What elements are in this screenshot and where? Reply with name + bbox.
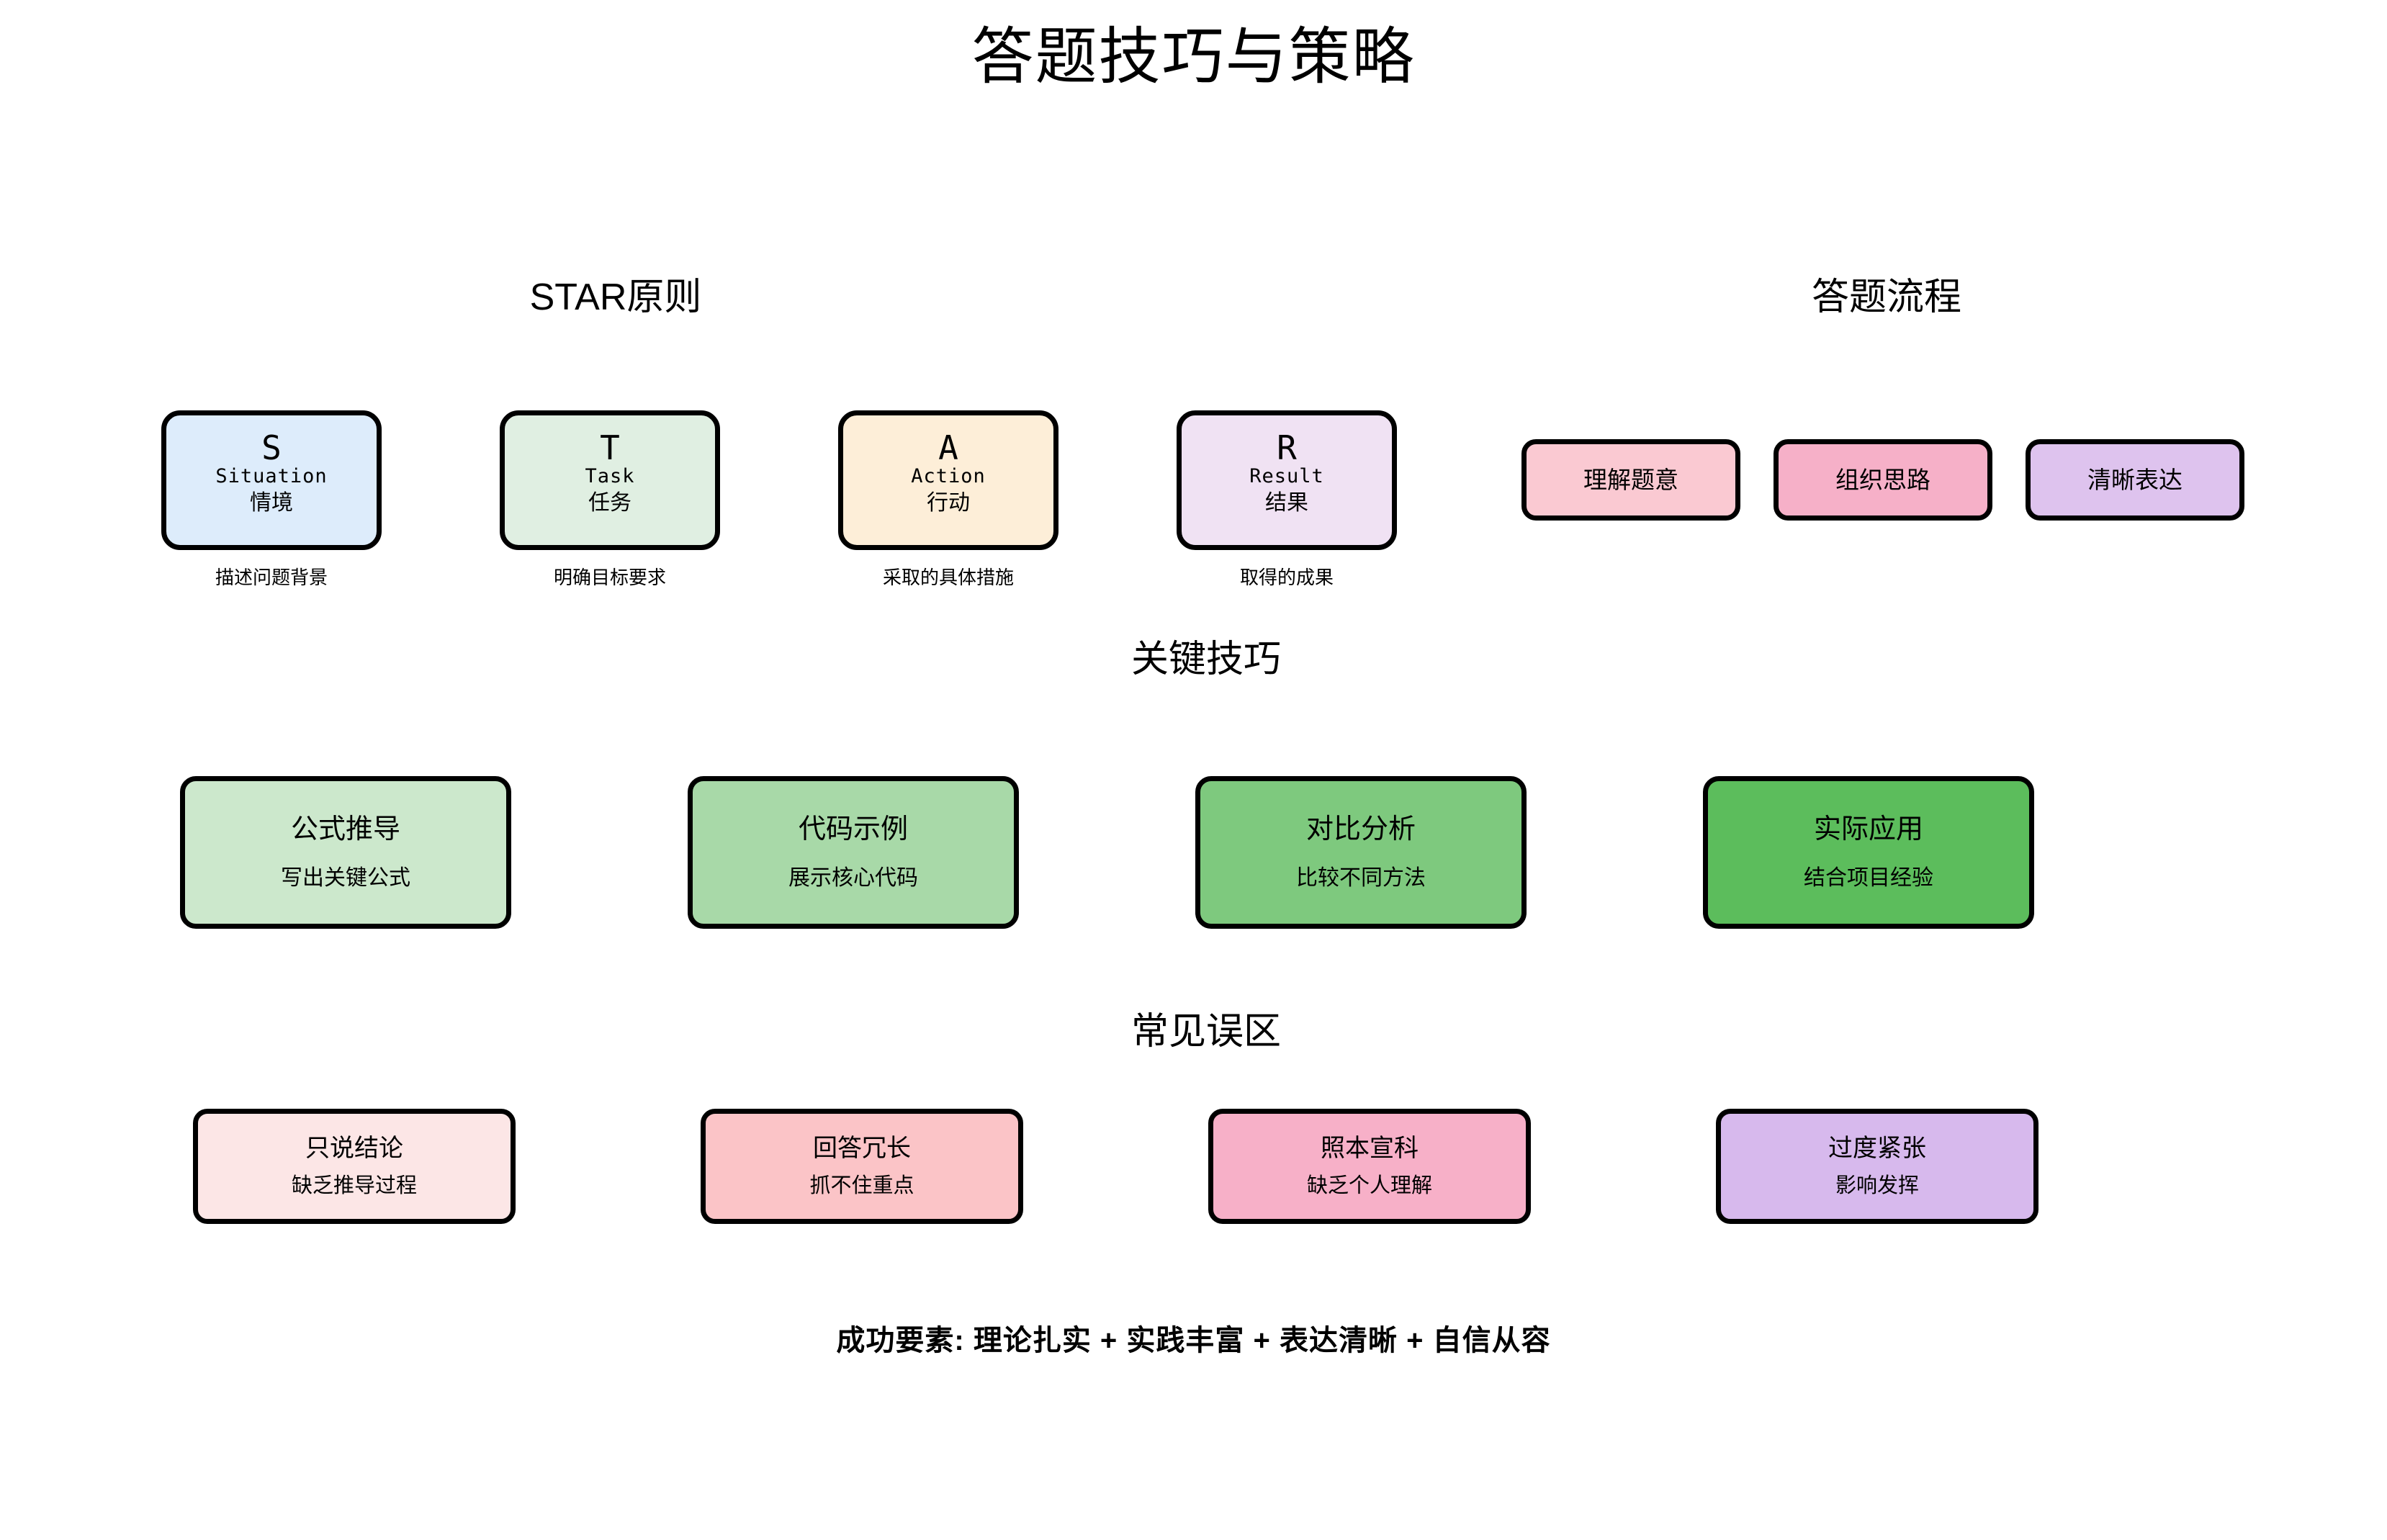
footer-success-factors: 成功要素: 理论扎实 + 实践丰富 + 表达清晰 + 自信从容	[836, 1325, 1551, 1356]
technique-card-comparison[interactable]: 对比分析 比较不同方法	[1195, 776, 1527, 929]
star-caption-situation: 描述问题背景	[215, 567, 328, 588]
pitfall-subtitle: 抓不住重点	[809, 1174, 914, 1197]
star-card-situation[interactable]: S Situation 情境	[161, 410, 382, 550]
technique-title: 对比分析	[1305, 814, 1416, 845]
star-card-result[interactable]: R Result 结果	[1177, 410, 1397, 550]
technique-card-code[interactable]: 代码示例 展示核心代码	[688, 776, 1019, 929]
flow-label: 组织思路	[1835, 466, 1930, 493]
flow-section-heading: 答题流程	[1811, 276, 1961, 318]
pitfall-subtitle: 影响发挥	[1835, 1174, 1919, 1197]
star-chinese-label: 行动	[927, 490, 970, 515]
star-chinese-label: 情境	[250, 490, 293, 515]
star-letter: T	[600, 428, 620, 467]
pitfall-card-nervous[interactable]: 过度紧张 影响发挥	[1716, 1109, 2038, 1224]
technique-title: 代码示例	[798, 814, 908, 845]
pitfall-title: 过度紧张	[1828, 1135, 1926, 1163]
star-caption-result: 取得的成果	[1239, 567, 1334, 588]
technique-title: 实际应用	[1813, 814, 1923, 845]
star-card-action[interactable]: A Action 行动	[838, 410, 1058, 550]
pitfall-title: 回答冗长	[813, 1135, 911, 1163]
flow-label: 理解题意	[1583, 466, 1678, 493]
techniques-section-heading: 关键技巧	[1130, 639, 1281, 680]
technique-subtitle: 写出关键公式	[281, 865, 410, 890]
star-english-label: Action	[911, 465, 986, 487]
technique-subtitle: 比较不同方法	[1296, 865, 1426, 890]
star-section-heading: STAR原则	[529, 276, 702, 318]
page-title: 答题技巧与策略	[971, 22, 1416, 91]
flow-label: 清晰表达	[2087, 466, 2183, 493]
technique-subtitle: 展示核心代码	[788, 865, 918, 890]
star-caption-task: 明确目标要求	[553, 567, 666, 588]
star-english-label: Result	[1249, 465, 1324, 487]
technique-title: 公式推导	[290, 814, 400, 845]
star-letter: S	[261, 428, 282, 467]
pitfall-title: 只说结论	[305, 1135, 403, 1163]
star-letter: R	[1277, 428, 1297, 467]
technique-card-application[interactable]: 实际应用 结合项目经验	[1703, 776, 2034, 929]
star-english-label: Task	[585, 465, 635, 487]
pitfall-subtitle: 缺乏个人理解	[1306, 1174, 1432, 1197]
flow-card-organize[interactable]: 组织思路	[1774, 439, 1992, 521]
star-letter: A	[938, 428, 958, 467]
flow-card-understand[interactable]: 理解题意	[1521, 439, 1740, 521]
star-card-task[interactable]: T Task 任务	[500, 410, 720, 550]
pitfall-card-conclusion-only[interactable]: 只说结论 缺乏推导过程	[193, 1109, 516, 1224]
pitfall-card-rote[interactable]: 照本宣科 缺乏个人理解	[1208, 1109, 1531, 1224]
star-chinese-label: 任务	[588, 490, 631, 515]
pitfalls-section-heading: 常见误区	[1130, 1011, 1281, 1053]
technique-card-formula[interactable]: 公式推导 写出关键公式	[180, 776, 511, 929]
pitfall-card-verbose[interactable]: 回答冗长 抓不住重点	[701, 1109, 1023, 1224]
flow-card-express[interactable]: 清晰表达	[2026, 439, 2244, 521]
star-chinese-label: 结果	[1265, 490, 1308, 515]
star-english-label: Situation	[215, 465, 328, 487]
technique-subtitle: 结合项目经验	[1804, 865, 1933, 890]
pitfall-subtitle: 缺乏推导过程	[291, 1174, 417, 1197]
star-caption-action: 采取的具体措施	[882, 567, 1014, 588]
pitfall-title: 照本宣科	[1321, 1135, 1419, 1163]
